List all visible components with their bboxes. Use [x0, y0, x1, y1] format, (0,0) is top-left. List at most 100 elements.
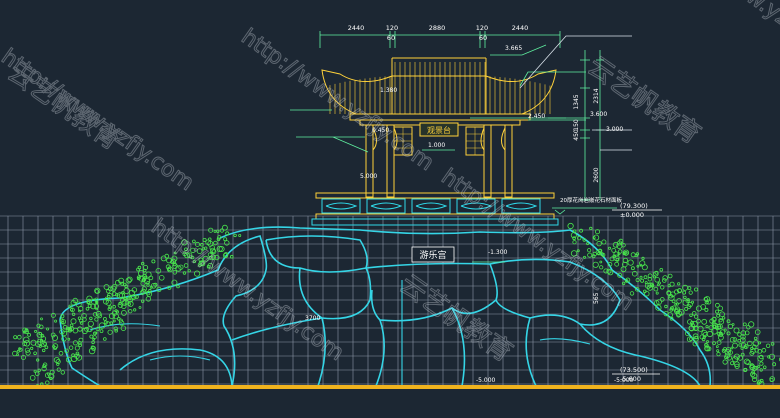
shrub-leaf [716, 310, 719, 313]
shrub-leaf [161, 256, 166, 261]
roof-right-curve [486, 70, 556, 114]
shrub-leaf [48, 373, 50, 375]
shrub-leaf [758, 365, 760, 367]
shrub-leaf [121, 310, 126, 315]
shrub-leaf [642, 257, 644, 259]
shrub-leaf [222, 225, 227, 230]
shrub-leaf [35, 330, 37, 332]
dim-text-small-2: 60 [479, 34, 487, 42]
shrub-leaf [57, 368, 60, 371]
shrub-leaf [55, 320, 57, 322]
shrub-leaf [631, 253, 635, 257]
shrub-leaf [628, 260, 633, 265]
elev-1380: 1.380 [380, 87, 397, 94]
shrub-leaf [716, 346, 718, 348]
dim-right-1: 1345 [573, 94, 580, 109]
watermark-brand-1: 云艺帆教育 [2, 57, 126, 156]
bracket-right [481, 128, 505, 150]
elev-5000: 5.000 [360, 173, 377, 180]
shrub-leaf [73, 341, 77, 345]
roof-ridge [392, 58, 486, 76]
shrub-leaf [144, 265, 148, 269]
shrub-leaf [177, 285, 180, 288]
shrub-leaf [734, 328, 739, 333]
shrub-leaf [95, 318, 98, 321]
shrub-leaf [717, 341, 721, 345]
shrub-leaf [129, 310, 132, 313]
sign-text-amusement-palace: 游乐宫 [419, 249, 446, 261]
shrub-leaf [128, 303, 130, 305]
shrub-leaf [61, 371, 65, 375]
shrub-leaf [663, 276, 668, 281]
shrub-leaf [104, 285, 109, 290]
balustrade-ornament [326, 203, 356, 209]
dim-right-5: 2600 [593, 167, 600, 182]
shrub-leaf [86, 307, 89, 310]
watermark-url-5: http://www.yzfjy.com [657, 0, 780, 76]
watermark-brand-3: 云艺帆教育 [394, 269, 518, 368]
shrub-leaf [621, 267, 626, 272]
shrub-leaf [156, 268, 161, 273]
material-note: 20厚花岗岩嵌花石材面板 [560, 196, 622, 204]
shrub-leaf [754, 337, 757, 340]
shrub-leaf [124, 288, 130, 294]
shrub-leaf [47, 328, 49, 330]
shrub-leaf [654, 287, 658, 291]
shrub-leaf [762, 348, 766, 352]
shrub-leaf [75, 346, 79, 350]
shrub-leaf [78, 327, 82, 331]
shrub-leaf [749, 322, 754, 327]
elev-3665: 3.665 [505, 45, 522, 52]
balustrade-rail [316, 193, 554, 198]
shrub-leaf [590, 227, 592, 229]
shrub-leaf [636, 253, 639, 256]
rock-outline-top-left [266, 236, 367, 272]
shrub-leaf [755, 330, 760, 335]
watermark-brand-2: 云艺帆教育 [582, 51, 706, 150]
shrub-leaf [76, 352, 79, 355]
shrub-leaf [641, 279, 644, 282]
watermark-url-3: http://www.yzfjy.com [147, 214, 349, 366]
shrub-leaf [147, 284, 149, 286]
shrub-leaf [718, 306, 723, 311]
shrub-leaf [42, 349, 45, 352]
dim-text-2: 120 [386, 24, 398, 32]
shrub-leaf [34, 370, 36, 372]
column-right-outer [505, 125, 512, 197]
shrub-leaf [707, 331, 712, 336]
ground-line [0, 385, 780, 389]
shrub-leaf [717, 352, 720, 355]
shrub-leaf [17, 335, 21, 339]
shrub-leaf [165, 254, 169, 258]
shrub-leaf [17, 354, 19, 356]
shrub-leaf [90, 335, 93, 338]
elev-2450: 2.450 [528, 113, 545, 120]
shrub-leaf [594, 235, 599, 240]
shrub-leaf [631, 267, 634, 270]
shrub-leaf [68, 338, 70, 340]
shrub-leaf [600, 261, 602, 263]
shrub-leaf [718, 335, 723, 340]
shrub-leaf [702, 319, 707, 324]
elevation-box-top: (79.300) ±0.000 [612, 202, 662, 219]
shrub-leaf [751, 347, 753, 349]
shrub-leaf [731, 362, 734, 365]
sign-text-viewing-platform: 观景台 [427, 125, 451, 135]
shrub-leaf [691, 301, 693, 303]
shrub-leaf [70, 324, 73, 327]
watermark-url-1: http://www.yzfjy.com [237, 24, 439, 176]
rock-outline-lower-left [60, 320, 232, 386]
dim-right-2: 2314 [593, 88, 600, 103]
shrub-leaf [93, 338, 95, 340]
dim-text-small-1: 60 [387, 34, 395, 42]
elev-3600: 3.600 [590, 111, 607, 118]
shrub-leaf [568, 223, 573, 228]
shrub-leaf [172, 256, 177, 261]
elev-box-top-zero: ±0.000 [620, 211, 644, 219]
elev-box-top-value: (79.300) [620, 202, 648, 210]
shrub-leaf [34, 352, 37, 355]
shrub-leaf [35, 372, 39, 376]
shrub-leaf [134, 309, 136, 311]
shrub-leaf [668, 274, 672, 278]
shrub-leaf [108, 330, 112, 334]
